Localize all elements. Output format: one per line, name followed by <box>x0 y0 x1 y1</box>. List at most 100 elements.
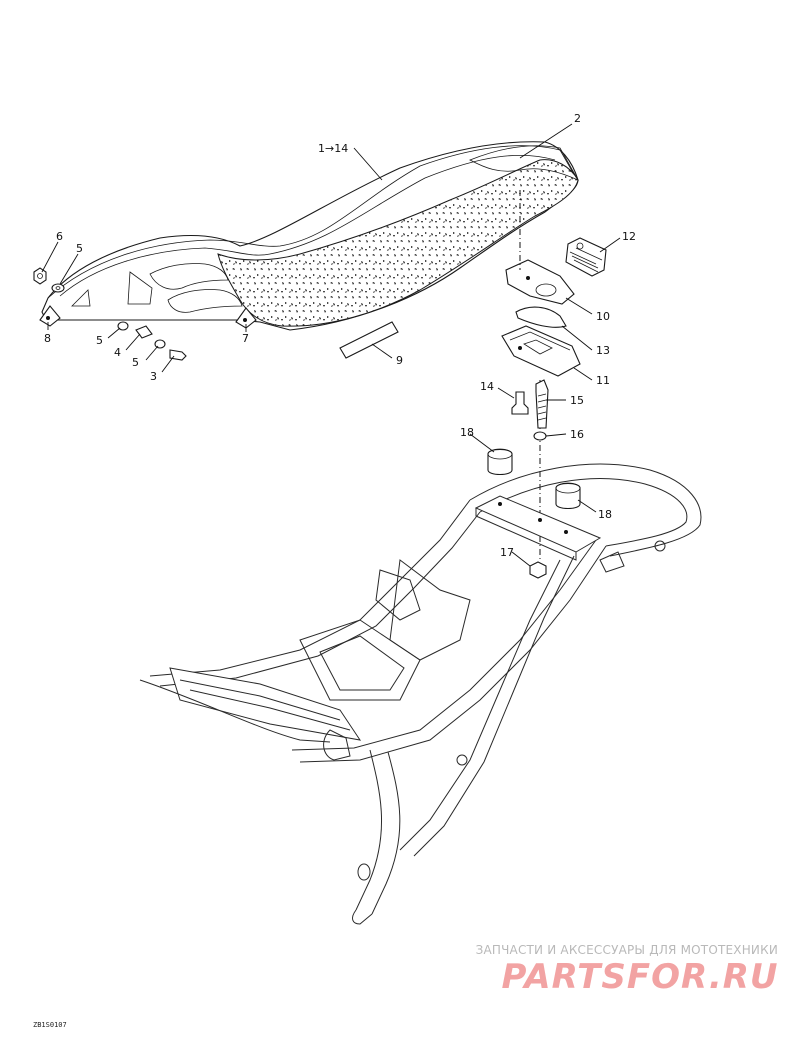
callout-9: 9 <box>396 354 403 367</box>
frame-top-plate <box>474 495 602 553</box>
base-block-hole <box>518 346 522 350</box>
frame-mount-boss <box>357 863 371 881</box>
frame-rear-loop <box>469 463 702 557</box>
rear-frame <box>139 463 702 925</box>
callout-15: 15 <box>570 394 584 407</box>
callout-18-left: 18 <box>460 426 474 439</box>
frame-front-tray <box>169 667 362 741</box>
bolt-3 <box>169 349 187 361</box>
bumper-18-left-top <box>487 448 513 460</box>
frame-shock-mount <box>323 729 351 761</box>
bumper-18-left <box>487 448 513 476</box>
washer-5-upper <box>51 283 65 293</box>
leader-5-upper <box>59 253 79 285</box>
watermark-text: ЗАПЧАСТИ И АКСЕССУАРЫ ДЛЯ МОТОТЕХНИКИ <box>475 943 778 957</box>
fasteners-column <box>511 379 549 441</box>
bumper-18-right-top <box>555 482 581 494</box>
seat-foot-rear-hole <box>243 318 247 322</box>
callout-3: 3 <box>150 370 157 383</box>
latch-plate-hole <box>576 242 584 250</box>
seat-underside-rib-3 <box>127 271 153 305</box>
callout-6: 6 <box>56 230 63 243</box>
frame-lower-strut-right <box>355 749 383 911</box>
watermark-logo: PARTSFOR.RU <box>501 957 778 996</box>
leader-lines <box>41 123 621 567</box>
leader-1-14 <box>353 147 383 181</box>
nut-17 <box>529 561 547 579</box>
frame-mid-bracket-2 <box>375 569 421 621</box>
leader-5-b <box>145 345 159 361</box>
nut-6-hole <box>37 273 43 279</box>
latch-plate-body <box>565 237 607 277</box>
bracket-10-hole <box>535 283 557 297</box>
callout-17: 17 <box>500 546 514 559</box>
plate-hole-2 <box>538 518 542 522</box>
leader-5-a <box>107 327 121 339</box>
leader-17 <box>511 551 531 567</box>
callout-5-b: 5 <box>132 356 139 369</box>
callout-13: 13 <box>596 344 610 357</box>
alignment-axis <box>519 190 541 560</box>
frame-down-tube-inner <box>413 555 575 857</box>
washer-16 <box>533 431 547 441</box>
seat-cover-edge-inner <box>59 154 556 297</box>
leader-18-left <box>469 433 495 453</box>
frame-crossmember <box>299 619 421 701</box>
callout-8: 8 <box>44 332 51 345</box>
latch-plate-12 <box>565 237 607 277</box>
frame-crossmember-inner <box>319 635 405 691</box>
watermark-logo-text: PARTSFOR.RU <box>501 957 778 996</box>
bolt-14 <box>511 391 529 415</box>
frame-upper-rail-left <box>149 499 471 677</box>
bracket-10-body <box>505 259 575 305</box>
leader-14 <box>497 387 515 399</box>
seat-foot-front-hole <box>46 316 50 320</box>
callout-4: 4 <box>114 346 121 359</box>
callout-2: 2 <box>574 112 581 125</box>
callout-5-a: 5 <box>96 334 103 347</box>
leader-3 <box>161 355 175 373</box>
callout-14: 14 <box>480 380 494 393</box>
seat-foot-rear <box>235 307 257 329</box>
seat-strap-9 <box>339 321 399 359</box>
hardware-upper-left <box>33 267 65 293</box>
stud-15-threads <box>537 393 547 421</box>
callout-11: 11 <box>596 374 610 387</box>
seat <box>39 141 579 331</box>
bracket-10-rivet <box>526 276 530 280</box>
callout-18-right: 18 <box>598 508 612 521</box>
document-code: ZB1S0107 <box>33 1021 67 1029</box>
washer-5-upper-hole <box>55 286 61 290</box>
frame-side-tab <box>599 551 625 573</box>
leader-6 <box>41 241 59 273</box>
leader-4 <box>125 333 141 351</box>
leader-11 <box>573 367 593 381</box>
callouts: 1→14 2 3 4 5 5 5 6 7 8 9 10 11 12 13 14 … <box>44 112 636 559</box>
frame-mount-boss-2 <box>456 754 468 766</box>
frame-top-plate-edge <box>475 508 577 561</box>
callout-5-upper: 5 <box>76 242 83 255</box>
leader-13 <box>561 325 593 351</box>
frame-upper-rail-right-inner <box>291 539 597 751</box>
bumper-18-right <box>555 482 581 510</box>
seat-base <box>41 141 579 331</box>
hardware-lower-left <box>117 321 187 361</box>
seat-underside-rib-1 <box>149 263 229 290</box>
leader-18-right <box>577 499 597 513</box>
nut-6 <box>33 267 47 285</box>
frame-front-tray-lines <box>179 679 351 731</box>
bracket-10 <box>505 259 575 305</box>
frame-mount-boss-3 <box>654 540 666 552</box>
washer-5-a <box>117 321 129 331</box>
frame-down-tube <box>399 559 561 851</box>
leader-2 <box>519 123 573 159</box>
bumpers-18 <box>487 448 581 510</box>
plate-hole-1 <box>498 502 502 506</box>
frame-lower-strut-right-inner <box>371 751 401 915</box>
plate-hole-3 <box>564 530 568 534</box>
frame-upper-rail-right <box>299 545 607 763</box>
callout-7: 7 <box>242 332 249 345</box>
base-block-detail <box>509 331 571 355</box>
leader-16 <box>545 433 567 437</box>
